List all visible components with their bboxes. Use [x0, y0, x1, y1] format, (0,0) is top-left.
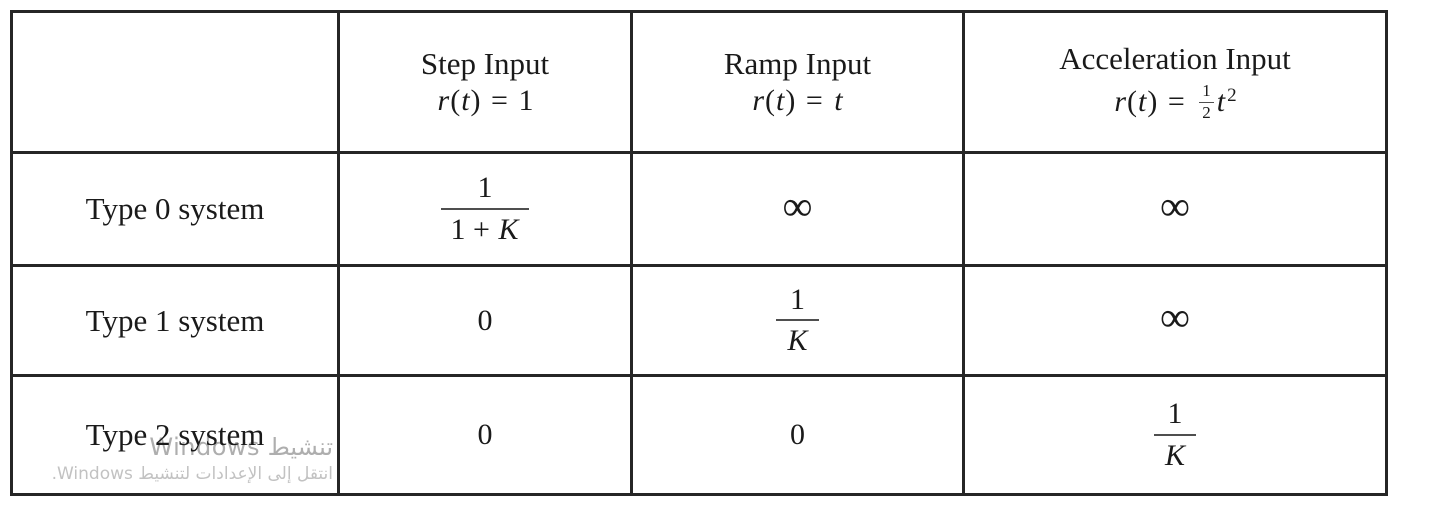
cell-type1-acceleration: ∞ [962, 264, 1388, 377]
steady-state-error-table: Step Input r(t) = 1 Ramp Input r(t) = t … [10, 10, 1388, 496]
header-cell-ramp-input: Ramp Input r(t) = t [630, 10, 965, 154]
table-header-row: Step Input r(t) = 1 Ramp Input r(t) = t … [10, 10, 1388, 154]
step-input-formula: r(t) = 1 [437, 84, 534, 117]
step-input-title: Step Input [420, 46, 550, 81]
cell-type0-acceleration: ∞ [962, 151, 1388, 267]
cell-type0-ramp: ∞ [630, 151, 965, 267]
cell-type2-step: 0 [337, 374, 633, 496]
ramp-input-formula: r(t) = t [752, 84, 843, 117]
cell-type1-step: 0 [337, 264, 633, 377]
row-label-type-2-system: Type 2 system [10, 374, 340, 496]
row-label-type-0-system: Type 0 system [10, 151, 340, 267]
header-cell-empty [10, 10, 340, 154]
row-label-type-1-system: Type 1 system [10, 264, 340, 377]
acceleration-input-title: Acceleration Input [1059, 41, 1291, 77]
ramp-input-title: Ramp Input [723, 46, 872, 81]
cell-type2-ramp: 0 [630, 374, 965, 496]
header-cell-step-input: Step Input r(t) = 1 [337, 10, 633, 154]
